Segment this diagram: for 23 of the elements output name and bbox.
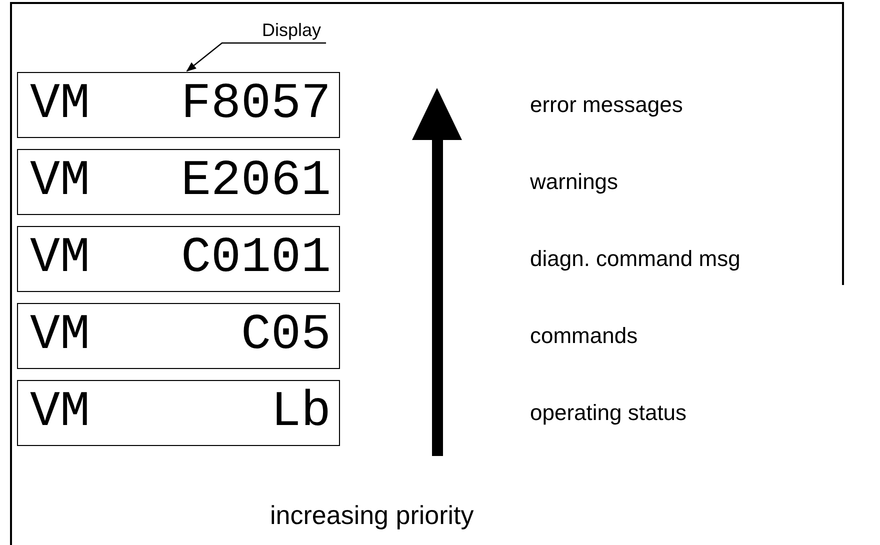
display-code: E2061 <box>180 157 331 207</box>
display-prefix: VM <box>30 80 90 130</box>
display-panel <box>17 149 340 215</box>
callout-label: Display <box>262 20 322 41</box>
display-code: F8057 <box>180 80 331 130</box>
display-prefix: VM <box>30 311 90 361</box>
display-panel <box>17 303 340 369</box>
display-panel <box>17 380 340 446</box>
priority-label: error messages <box>530 92 683 118</box>
priority-label: operating status <box>530 400 687 426</box>
axis-caption: increasing priority <box>270 500 474 531</box>
display-panel <box>17 72 340 138</box>
display-prefix: VM <box>30 234 90 284</box>
priority-label: warnings <box>530 169 618 195</box>
display-code: C0101 <box>180 234 331 284</box>
display-prefix: VM <box>30 157 90 207</box>
display-code: Lb <box>270 388 331 438</box>
display-code: C05 <box>240 311 331 361</box>
display-panel <box>17 226 340 292</box>
display-prefix: VM <box>30 388 90 438</box>
leader-line <box>186 42 326 72</box>
priority-label: commands <box>530 323 638 349</box>
priority-label: diagn. command msg <box>530 246 740 272</box>
